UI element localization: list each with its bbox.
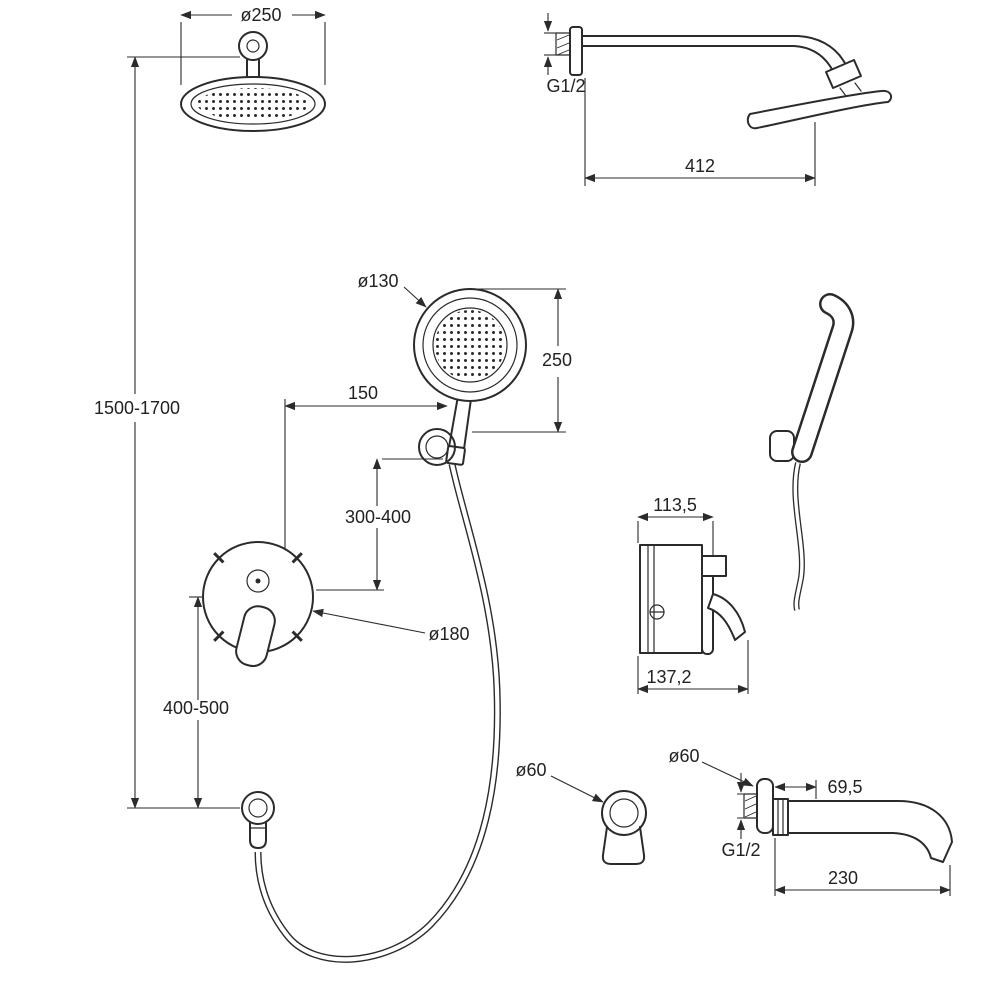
overhead-shower-front-view	[180, 31, 326, 132]
callout-hand-shower-diameter: ø130	[357, 271, 427, 308]
label-hand-shower-length: 250	[542, 350, 572, 370]
dim-overhead-diameter: ø250	[180, 5, 326, 85]
callout-holder-ring-diameter: ø60	[515, 760, 604, 803]
label-spout-flange-diameter: ø60	[668, 746, 699, 766]
callout-arm-thread: G1/2	[543, 13, 586, 96]
callout-spout-flange-diameter: ø60	[668, 746, 754, 787]
dim-mixer-box-width: 113,5	[637, 495, 714, 556]
hand-shower-front-view	[413, 288, 527, 466]
dim-spout-length: 230	[774, 838, 951, 896]
shower-arm-side-view	[555, 26, 893, 130]
dim-spout-offset: 69,5	[774, 777, 863, 799]
callout-spout-thread: G1/2	[721, 773, 761, 860]
label-hand-shower-diameter: ø130	[357, 271, 398, 291]
wall-elbow-front-view	[241, 791, 275, 849]
shower-hose-front-view	[254, 463, 501, 963]
mixer-front-view	[202, 541, 314, 668]
label-holder-ring-diameter: ø60	[515, 760, 546, 780]
dim-mixer-to-spout: 400-500	[163, 596, 229, 809]
spout-side-view	[743, 778, 953, 863]
label-spout-length: 230	[828, 868, 858, 888]
dim-arm-length: 412	[584, 78, 816, 186]
callout-mixer-plate-diameter: ø180	[312, 608, 470, 644]
label-arm-length: 412	[685, 156, 715, 176]
holder-bracket-front-view	[601, 790, 647, 865]
dim-holder-to-mixer: 300-400	[316, 458, 443, 591]
label-holder-to-mixer: 300-400	[345, 507, 411, 527]
label-overhead-diameter: ø250	[240, 5, 281, 25]
mixer-box-side-view	[639, 544, 746, 655]
label-hand-shower-offset: 150	[348, 383, 378, 403]
dim-installation-height: 1500-1700	[94, 56, 240, 809]
label-arm-thread: G1/2	[546, 76, 585, 96]
label-spout-thread: G1/2	[721, 840, 760, 860]
label-installation-height: 1500-1700	[94, 398, 180, 418]
dim-hand-shower-length: 250	[472, 288, 572, 433]
label-mixer-plate-diameter: ø180	[428, 624, 469, 644]
label-spout-offset: 69,5	[827, 777, 862, 797]
hand-shower-side-view	[769, 293, 855, 611]
label-mixer-overall-width: 137,2	[646, 667, 691, 687]
dim-hand-shower-offset: 150	[284, 383, 448, 549]
dim-mixer-overall-width: 137,2	[637, 640, 749, 694]
label-mixer-box-width: 113,5	[653, 495, 697, 515]
label-mixer-to-spout: 400-500	[163, 698, 229, 718]
